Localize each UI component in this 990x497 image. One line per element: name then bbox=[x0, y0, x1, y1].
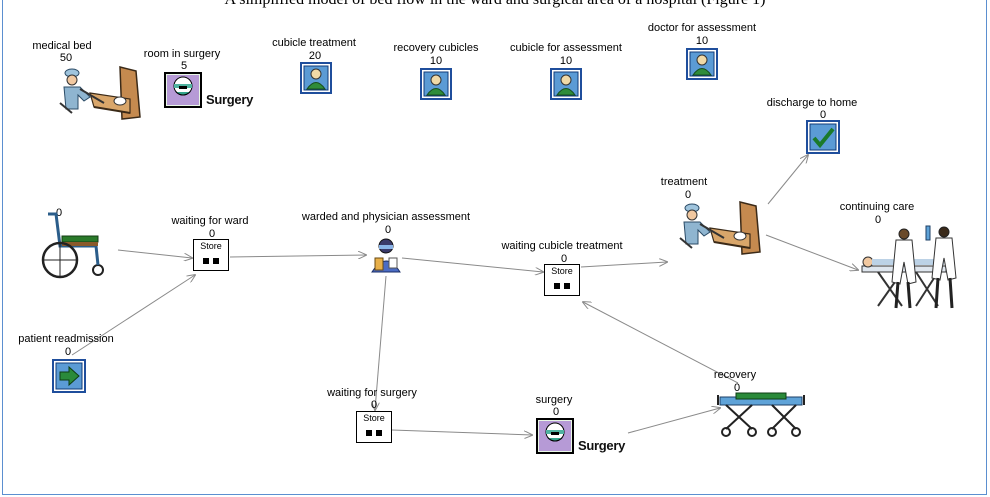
medical-bed-count: 50 bbox=[59, 52, 73, 64]
person-icon[interactable] bbox=[300, 62, 332, 99]
medical-bed-label: medical bed bbox=[32, 40, 92, 52]
surgery-count: 0 bbox=[552, 406, 560, 418]
cubicle-for-assessment-count: 10 bbox=[559, 55, 573, 67]
room-in-surgery-count: 5 bbox=[180, 60, 188, 72]
arrow-treatment-to-discharge bbox=[767, 155, 808, 205]
arrow-recovery-to-waiting-cubicle bbox=[583, 302, 739, 384]
arrow-assessment-to-waiting-surgery bbox=[375, 275, 387, 410]
surgeon-icon[interactable] bbox=[536, 418, 574, 459]
treatment-count: 0 bbox=[684, 189, 692, 201]
bed-nurse-icon[interactable] bbox=[50, 63, 145, 130]
continuing-care-label: continuing care bbox=[839, 201, 915, 213]
waiting-cubicle-treatment-count: 0 bbox=[560, 253, 568, 265]
arrow-waiting-surgery-to-surgery bbox=[391, 429, 532, 435]
doctor-for-assessment-count: 10 bbox=[695, 35, 709, 47]
waiting-for-ward-count: 0 bbox=[208, 228, 216, 240]
wheelchair-icon[interactable] bbox=[38, 210, 118, 285]
arrow-treatment-to-continuing-care bbox=[765, 234, 858, 270]
person-icon[interactable] bbox=[420, 68, 452, 105]
arrow-arrival-to-waiting-ward bbox=[117, 249, 192, 258]
arrival-count: 0 bbox=[55, 207, 63, 219]
discharge-to-home-label: discharge to home bbox=[766, 97, 858, 109]
patient-readmission-count: 0 bbox=[64, 346, 72, 358]
arrow-assessment-to-waiting-cubicle bbox=[401, 257, 543, 272]
waiting-cubicle-treatment-label: waiting cubicle treatment bbox=[501, 240, 623, 252]
patient-readmission-label: patient readmission bbox=[18, 333, 114, 345]
person-icon[interactable] bbox=[550, 68, 582, 105]
surgery-label: surgery bbox=[535, 394, 573, 406]
continuing-care-count: 0 bbox=[874, 214, 882, 226]
warded-assessment-label: warded and physician assessment bbox=[301, 211, 471, 223]
doctor-for-assessment-label: doctor for assessment bbox=[647, 22, 757, 34]
bed-nurse-icon[interactable] bbox=[670, 198, 765, 265]
store-label: Store bbox=[363, 413, 385, 423]
treatment-label: treatment bbox=[660, 176, 708, 188]
arrow-waiting-ward-to-assessment bbox=[229, 255, 366, 257]
cubicle-treatment-label: cubicle treatment bbox=[272, 37, 356, 49]
person-icon[interactable] bbox=[686, 48, 718, 85]
surgery-tag: Surgery bbox=[578, 438, 626, 453]
arrow-readmission-to-waiting-ward bbox=[71, 275, 195, 356]
room-in-surgery-label: room in surgery bbox=[143, 48, 221, 60]
discharge-to-home-count: 0 bbox=[819, 109, 827, 121]
medical-team-icon[interactable] bbox=[858, 222, 968, 319]
cubicle-treatment-count: 20 bbox=[308, 50, 322, 62]
store-label: Store bbox=[551, 266, 573, 276]
waiting-for-ward-label: waiting for ward bbox=[171, 215, 249, 227]
arrow-surgery-to-recovery bbox=[627, 408, 720, 434]
physician-icon[interactable] bbox=[367, 236, 405, 279]
surgeon-icon[interactable] bbox=[164, 72, 202, 113]
recovery-count: 0 bbox=[733, 382, 741, 394]
recovery-cubicles-label: recovery cubicles bbox=[393, 42, 479, 54]
store-icon[interactable]: Store bbox=[544, 264, 580, 296]
cubicle-for-assessment-label: cubicle for assessment bbox=[510, 42, 622, 54]
waiting-for-surgery-label: waiting for surgery bbox=[327, 387, 417, 399]
stretcher-icon[interactable] bbox=[716, 389, 808, 444]
warded-assessment-count: 0 bbox=[384, 224, 392, 236]
store-icon[interactable]: Store bbox=[356, 411, 392, 443]
check-icon[interactable] bbox=[806, 120, 840, 159]
store-icon[interactable]: Store bbox=[193, 239, 229, 271]
surgery-tag-room: Surgery bbox=[206, 92, 254, 107]
recovery-cubicles-count: 10 bbox=[429, 55, 443, 67]
figure-caption: A simplified model of bed flow in the wa… bbox=[0, 0, 990, 9]
arrow-waiting-cubicle-to-treatment bbox=[580, 262, 667, 268]
store-label: Store bbox=[200, 241, 222, 251]
arrow-right-icon[interactable] bbox=[52, 359, 86, 398]
recovery-label: recovery bbox=[713, 369, 757, 381]
waiting-for-surgery-count: 0 bbox=[370, 399, 378, 411]
